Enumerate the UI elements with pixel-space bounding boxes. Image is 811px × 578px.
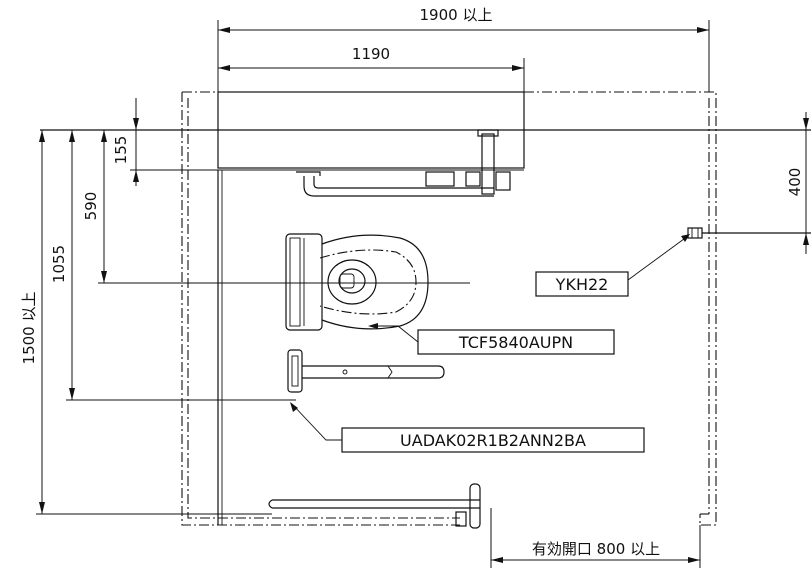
label-uadak02r1b2ann2ba: UADAK02R1B2ANN2BA — [400, 431, 586, 450]
label-590: 590 — [82, 192, 100, 221]
label-1190: 1190 — [352, 45, 390, 63]
dim-1055: 1055 — [50, 130, 296, 401]
dim-400: 400 — [786, 112, 809, 254]
folding-grab-bar — [287, 349, 445, 393]
label-155: 155 — [112, 136, 130, 165]
label-1500: 1500 以上 — [20, 292, 38, 365]
dim-155: 155 — [112, 98, 296, 186]
dim-wall-length: 1190 — [218, 45, 525, 92]
dim-overall-width: 1900 以上 — [217, 6, 710, 92]
callout-handrail: UADAK02R1B2ANN2BA — [290, 402, 645, 453]
room-outline — [181, 91, 717, 526]
dim-overall-depth: 1500 以上 — [20, 130, 272, 515]
label-1055: 1055 — [50, 245, 68, 283]
label-1900: 1900 以上 — [420, 6, 493, 24]
dim-door-opening: 有効開口 800 以上 — [490, 508, 701, 568]
label-400: 400 — [786, 168, 804, 197]
side-wall-rail — [687, 227, 811, 239]
label-tcf5840aupn: TCF5840AUPN — [458, 333, 573, 352]
dim-590: 590 — [82, 130, 470, 284]
wall-grab-bar — [296, 129, 511, 197]
callout-toilet: TCF5840AUPN — [368, 323, 615, 355]
back-wall-counter — [40, 91, 811, 525]
toilet-bowl — [285, 233, 429, 331]
label-ykh22: YKH22 — [555, 275, 609, 294]
door-grab-bar — [268, 483, 481, 529]
callout-ykh22: YKH22 — [535, 234, 690, 297]
label-door-opening: 有効開口 800 以上 — [532, 540, 660, 558]
